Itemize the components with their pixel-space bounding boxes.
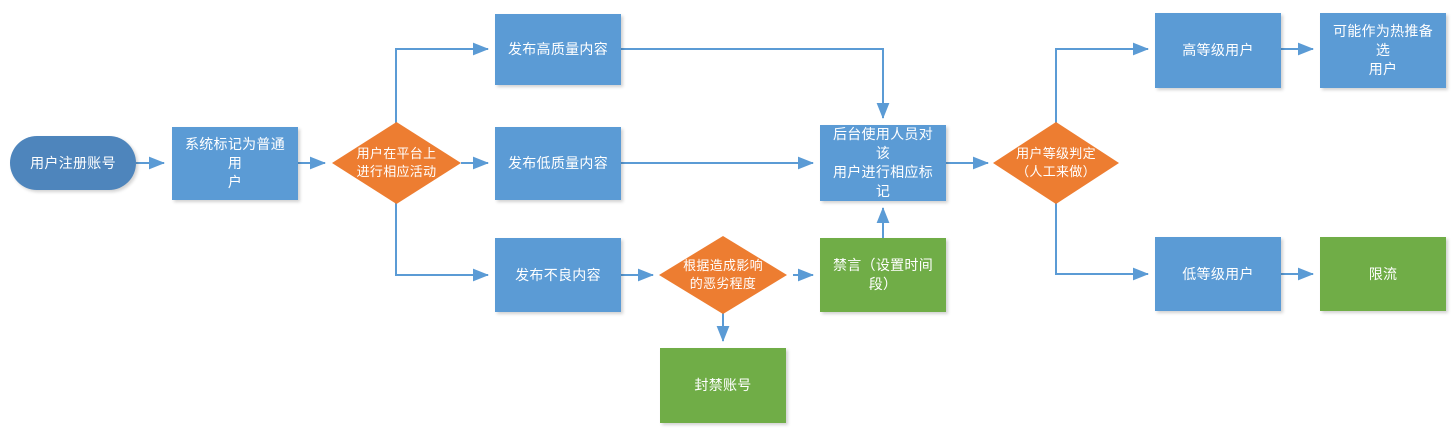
node-high-level[interactable]: 高等级用户 — [1155, 13, 1281, 88]
node-mute[interactable]: 禁言（设置时间 段） — [820, 238, 946, 312]
node-high-quality[interactable]: 发布高质量内容 — [495, 14, 621, 85]
node-mark-normal[interactable]: 系统标记为普通用 户 — [172, 127, 298, 200]
node-level-judge-label: 用户等级判定 （人工来做） — [1016, 146, 1096, 179]
node-start-label: 用户注册账号 — [30, 154, 116, 171]
node-low-quality[interactable]: 发布低质量内容 — [495, 127, 621, 200]
edge-level-judge-to-low-level — [1055, 201, 1149, 281]
node-hot-candidate-label: 可能作为热推备选 用户 — [1332, 23, 1434, 77]
node-bad-content-label: 发布不良内容 — [515, 266, 601, 283]
node-severity-label: 根据造成影响 的恶劣程度 — [683, 258, 763, 291]
node-ban-account[interactable]: 封禁账号 — [660, 348, 786, 423]
node-low-level-label: 低等级用户 — [1182, 265, 1254, 282]
node-backend-mark-label: 后台使用人员对该 用户进行相应标记 — [832, 126, 934, 199]
node-ban-account-label: 封禁账号 — [694, 377, 752, 393]
node-start[interactable]: 用户注册账号 — [10, 136, 136, 190]
node-bad-content[interactable]: 发布不良内容 — [495, 238, 621, 312]
node-user-activity-label: 用户在平台上 进行相应活动 — [356, 146, 437, 179]
edge-level-judge-to-high-level — [1055, 42, 1149, 125]
node-low-level[interactable]: 低等级用户 — [1155, 237, 1281, 311]
node-mute-label: 禁言（设置时间 段） — [832, 257, 934, 292]
node-throttle-label: 限流 — [1368, 265, 1398, 282]
edge-high-quality-to-backend-mark — [621, 48, 890, 119]
node-backend-mark[interactable]: 后台使用人员对该 用户进行相应标记 — [820, 125, 946, 201]
node-level-judge[interactable]: 用户等级判定 （人工来做） — [993, 122, 1119, 204]
node-user-activity[interactable]: 用户在平台上 进行相应活动 — [332, 122, 461, 204]
node-low-quality-label: 发布低质量内容 — [507, 155, 609, 171]
edge-user-activity-to-high-quality — [395, 42, 489, 127]
node-throttle[interactable]: 限流 — [1320, 237, 1446, 311]
node-high-level-label: 高等级用户 — [1182, 42, 1254, 58]
node-high-quality-label: 发布高质量内容 — [507, 41, 609, 57]
node-severity[interactable]: 根据造成影响 的恶劣程度 — [659, 236, 787, 314]
node-hot-candidate[interactable]: 可能作为热推备选 用户 — [1320, 13, 1446, 88]
edge-user-activity-to-bad-content — [395, 200, 489, 282]
node-mark-normal-label: 系统标记为普通用 户 — [184, 136, 286, 190]
